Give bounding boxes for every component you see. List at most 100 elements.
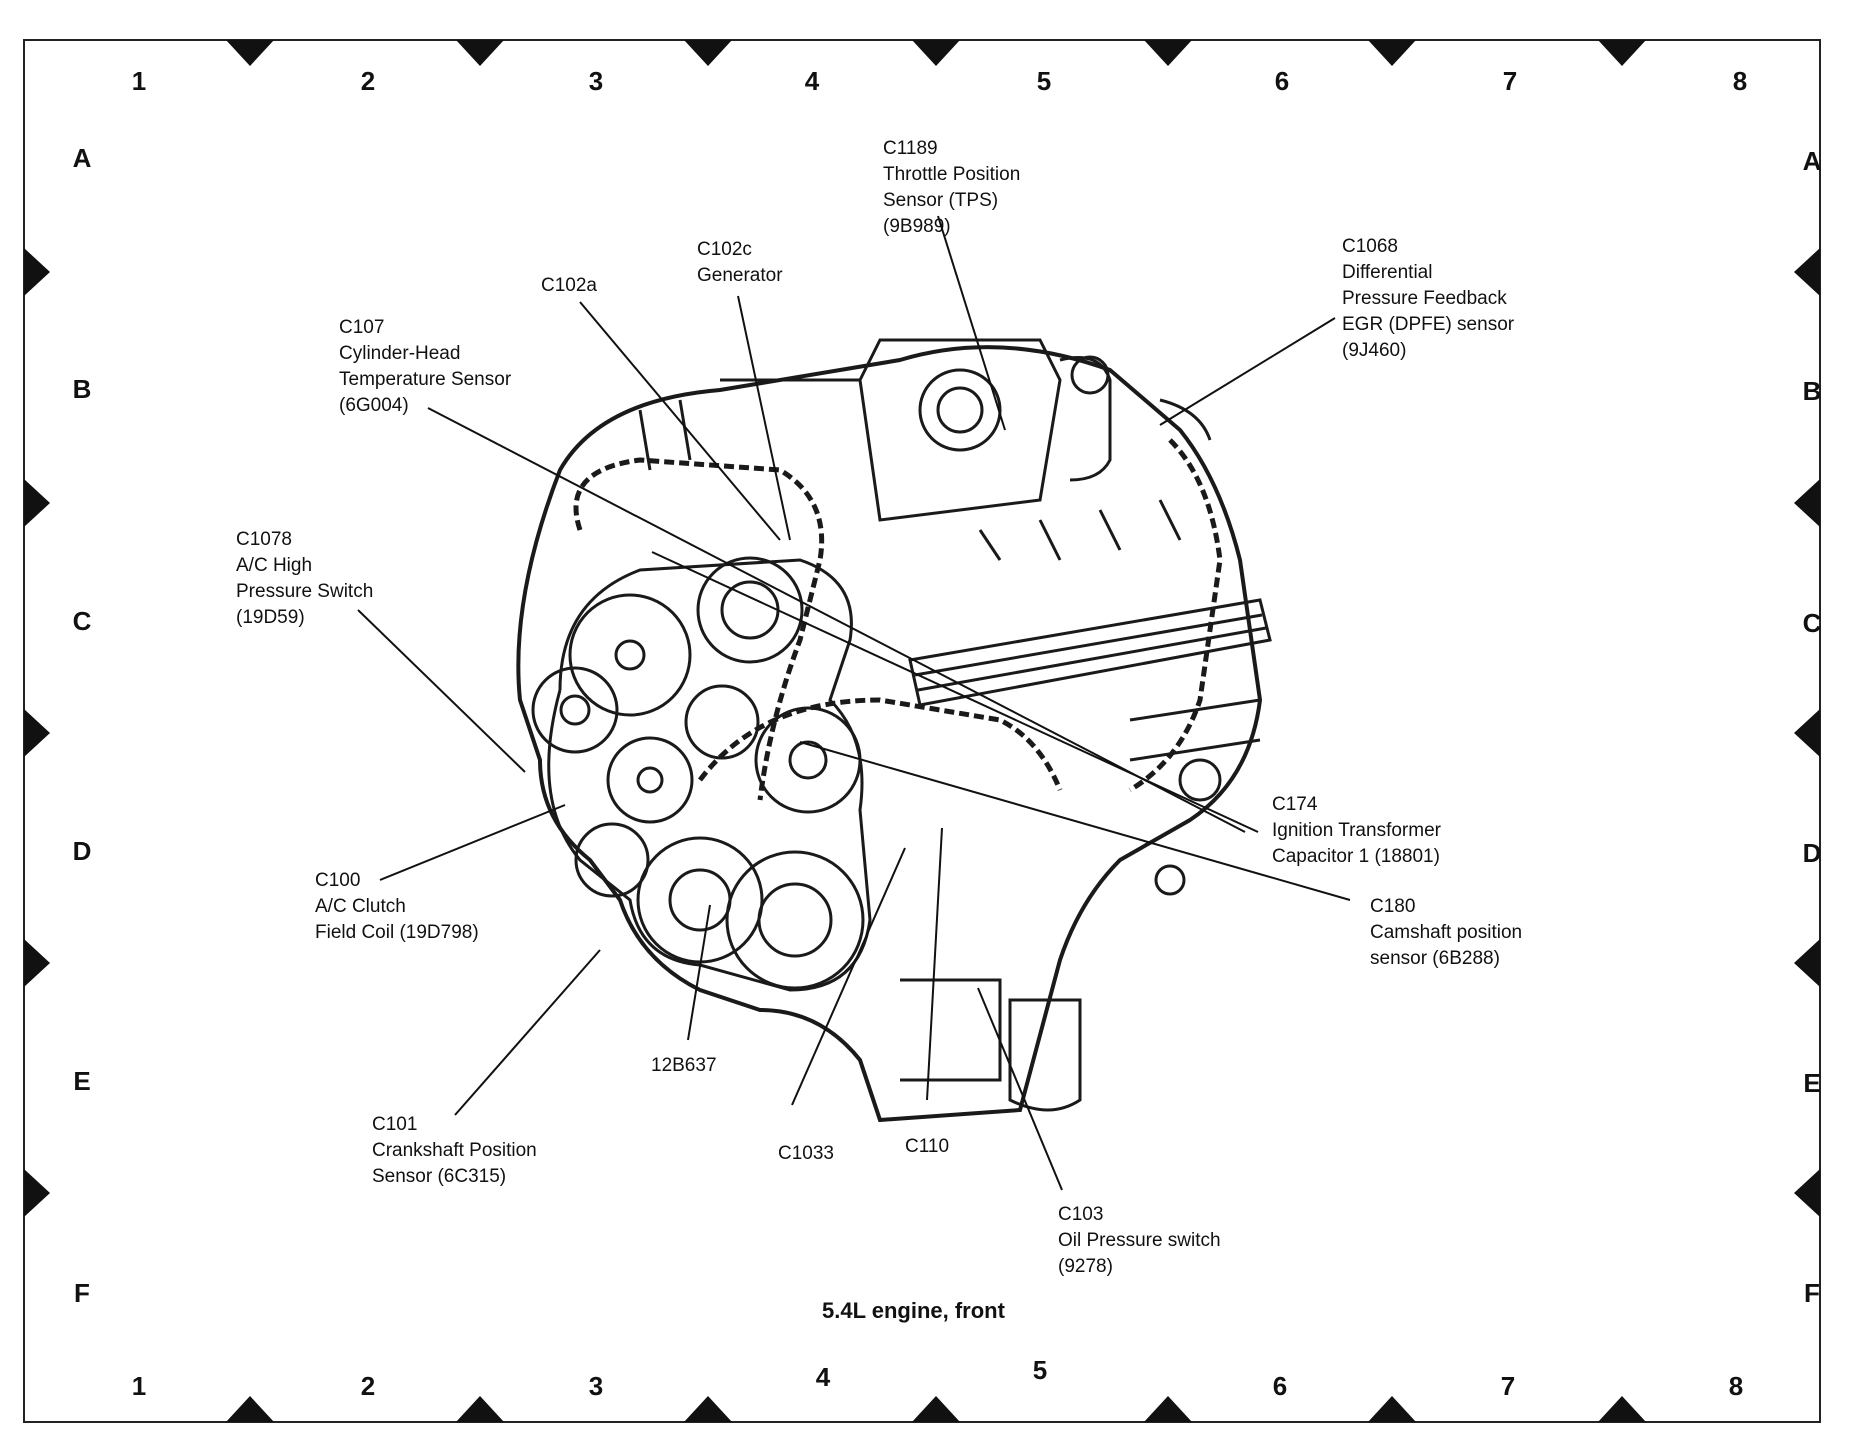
grid-tick-top — [912, 40, 960, 66]
grid-col-bottom-3: 3 — [588, 1371, 604, 1401]
diagram-caption: 5.4L engine, front — [822, 1298, 1005, 1323]
grid-tick-bottom — [1598, 1396, 1646, 1422]
grid-tick-bottom — [1144, 1396, 1192, 1422]
callout-c110: C110 — [905, 1134, 949, 1160]
leader-p12b637 — [687, 904, 711, 1041]
grid-col-top-1: 1 — [131, 66, 147, 96]
grid-tick-right — [1794, 1169, 1820, 1217]
grid-col-top-3: 3 — [588, 66, 604, 96]
grid-tick-left — [24, 1169, 50, 1217]
grid-row-right-F: F — [1804, 1278, 1820, 1308]
diagram-border — [23, 39, 1821, 1423]
grid-tick-right — [1794, 939, 1820, 987]
grid-row-left-A: A — [72, 143, 92, 173]
callout-text: Pressure Feedback — [1342, 288, 1507, 309]
grid-tick-top — [456, 40, 504, 66]
leader-c1068 — [1159, 317, 1336, 426]
callout-text: Capacitor 1 (18801) — [1272, 846, 1440, 867]
callout-text: Field Coil (19D798) — [315, 922, 479, 943]
leader-c1033 — [791, 847, 906, 1106]
grid-col-top-8: 8 — [1732, 66, 1748, 96]
callout-text: Generator — [697, 265, 783, 286]
leader-c180 — [799, 741, 1351, 901]
callout-part-number: (19D59) — [236, 607, 305, 628]
callout-c103: C103 Oil Pressure switch (9278) — [1058, 1202, 1221, 1280]
callout-text: Differential — [1342, 262, 1433, 283]
callout-id: C1068 — [1342, 236, 1398, 257]
leader-c174 — [651, 551, 1259, 833]
grid-col-bottom-4: 4 — [815, 1362, 831, 1392]
callout-id: C180 — [1370, 896, 1416, 917]
grid-row-right-E: E — [1803, 1068, 1821, 1098]
callout-c107: C107 Cylinder-Head Temperature Sensor (6… — [339, 315, 511, 419]
grid-tick-bottom — [1368, 1396, 1416, 1422]
callout-text: Camshaft position — [1370, 922, 1523, 943]
grid-row-right-A: A — [1802, 146, 1822, 176]
grid-col-top-7: 7 — [1502, 66, 1518, 96]
callout-text: Sensor (6C315) — [372, 1166, 507, 1187]
grid-tick-top — [1144, 40, 1192, 66]
grid-row-right-B: B — [1802, 376, 1822, 406]
callout-part-number: (9278) — [1058, 1256, 1113, 1277]
callout-c1078: C1078 A/C High Pressure Switch (19D59) — [236, 527, 373, 631]
grid-row-left-C: C — [72, 606, 92, 636]
callout-c100: C100 A/C Clutch Field Coil (19D798) — [315, 868, 479, 946]
callout-id: C103 — [1058, 1204, 1104, 1225]
callout-text: Oil Pressure switch — [1058, 1230, 1221, 1251]
leader-c1078 — [357, 609, 526, 773]
callout-text: Pressure Switch — [236, 581, 374, 602]
grid-col-top-6: 6 — [1274, 66, 1290, 96]
callout-c102c: C102c Generator — [697, 237, 783, 289]
callout-c1033: C1033 — [778, 1141, 834, 1167]
callout-text: EGR (DPFE) sensor — [1342, 314, 1515, 335]
callout-id: C101 — [372, 1114, 418, 1135]
callout-c1189: C1189 Throttle Position Sensor (TPS) (9B… — [883, 136, 1020, 240]
grid-col-top-4: 4 — [804, 66, 820, 96]
leader-c103 — [977, 987, 1063, 1191]
callout-c101: C101 Crankshaft Position Sensor (6C315) — [372, 1112, 537, 1190]
callout-id: C110 — [905, 1136, 950, 1157]
grid-tick-bottom — [912, 1396, 960, 1422]
callout-id: C100 — [315, 870, 361, 891]
grid-row-left-D: D — [72, 836, 92, 866]
callout-p12b637: 12B637 — [651, 1053, 717, 1079]
callout-part-number: (6G004) — [339, 395, 409, 416]
callout-text: sensor (6B288) — [1370, 948, 1500, 969]
callout-id: C1189 — [883, 138, 938, 159]
callout-c180: C180 Camshaft position sensor (6B288) — [1370, 894, 1522, 972]
callout-c1068: C1068 Differential Pressure Feedback EGR… — [1342, 234, 1514, 364]
grid-col-bottom-8: 8 — [1728, 1371, 1744, 1401]
grid-col-bottom-5: 5 — [1032, 1355, 1048, 1385]
grid-tick-bottom — [456, 1396, 504, 1422]
grid-tick-bottom — [684, 1396, 732, 1422]
callout-text: A/C High — [236, 555, 313, 576]
grid-tick-top — [684, 40, 732, 66]
grid-col-top-2: 2 — [360, 66, 376, 96]
callout-id: C1078 — [236, 529, 292, 550]
grid-row-left-B: B — [72, 374, 92, 404]
callout-text: Throttle Position — [883, 164, 1021, 185]
callout-text: Sensor (TPS) — [883, 190, 999, 211]
grid-tick-left — [24, 248, 50, 296]
grid-tick-right — [1794, 709, 1820, 757]
leader-lines — [357, 215, 1351, 1191]
grid-row-left-F: F — [74, 1278, 90, 1308]
callout-text: Crankshaft Position — [372, 1140, 537, 1161]
leader-c107 — [427, 407, 1246, 833]
grid-row-right-C: C — [1802, 608, 1822, 638]
grid-col-bottom-2: 2 — [360, 1371, 376, 1401]
callout-c174: C174 Ignition Transformer Capacitor 1 (1… — [1272, 792, 1441, 870]
callout-id: C107 — [339, 317, 385, 338]
grid-tick-top — [1598, 40, 1646, 66]
grid-row-left-E: E — [73, 1066, 91, 1096]
leader-c110 — [926, 827, 943, 1101]
grid-col-bottom-6: 6 — [1272, 1371, 1288, 1401]
callout-text: A/C Clutch — [315, 896, 406, 917]
callout-part-number: (9B989) — [883, 216, 951, 237]
leader-c1189 — [937, 215, 1006, 431]
callout-id: C102a — [541, 275, 597, 296]
callout-id: 12B637 — [651, 1055, 717, 1076]
leader-c102a — [579, 301, 781, 541]
grid-tick-top — [226, 40, 274, 66]
leader-c101 — [454, 949, 601, 1116]
